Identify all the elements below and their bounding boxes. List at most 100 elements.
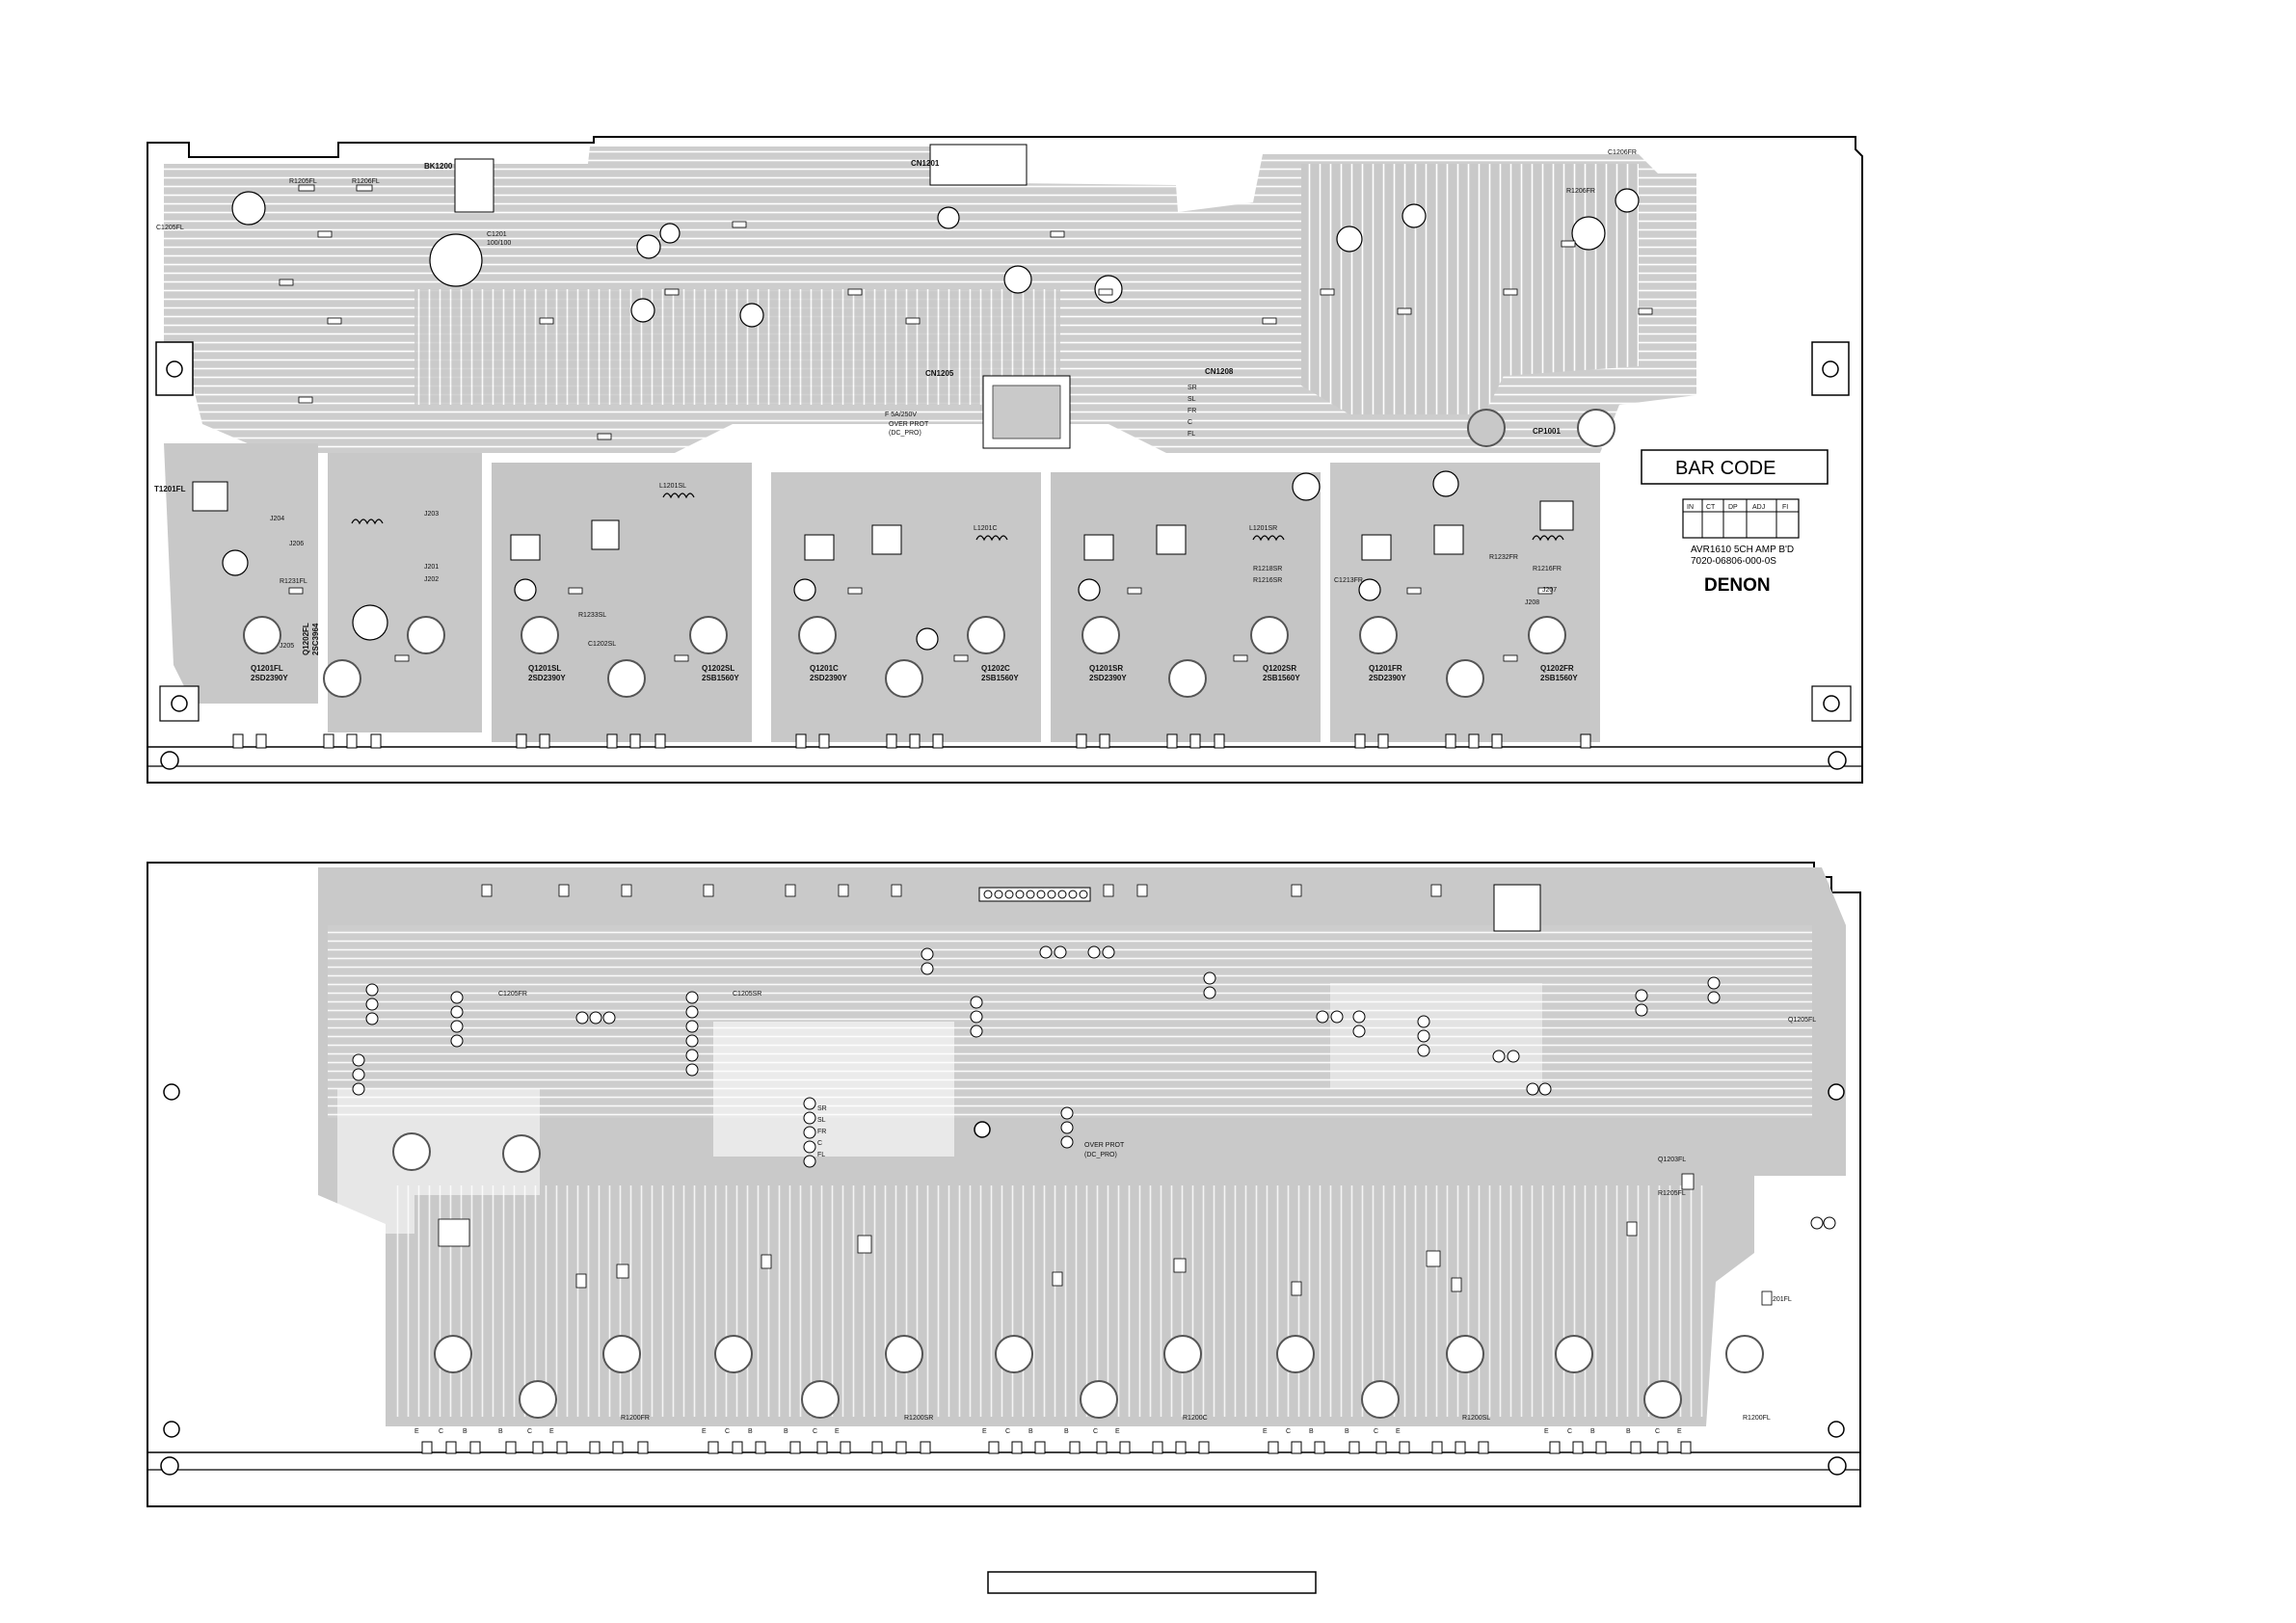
- brand-logo: DENON: [1704, 575, 1771, 596]
- q1205fl-label: Q1205FL: [1788, 1017, 1816, 1024]
- c1206fr-label: C1206FR: [1608, 149, 1637, 156]
- fuse-label: F 5A/250V: [885, 412, 917, 418]
- q1201fl-ref: Q1201FL: [251, 664, 283, 673]
- r1231fl-label: R1231FL: [280, 578, 307, 585]
- r1200sl-label: R1200SL: [1462, 1415, 1490, 1422]
- q1201sl-ref: Q1201SL: [528, 664, 561, 673]
- svg-text:B: B: [498, 1428, 503, 1435]
- bottom-pin-fl: FL: [817, 1152, 825, 1158]
- bottom-connector: SR SL FR C FL: [817, 887, 1091, 1158]
- c1201-label: C1201: [487, 231, 507, 238]
- svg-text:B: B: [1345, 1428, 1349, 1435]
- bottom-pin-sl: SL: [817, 1117, 826, 1124]
- pin-sr-label: SR: [1188, 385, 1197, 391]
- pin-c-label: C: [1188, 419, 1192, 426]
- svg-text:B: B: [1309, 1428, 1314, 1435]
- r1206fr-label: R1206FR: [1566, 188, 1595, 195]
- transistor-labels: Q1201FL 2SD2390Y Q1202FL 2SC3964 Q1201SL…: [251, 623, 1578, 682]
- svg-text:E: E: [1115, 1428, 1120, 1435]
- r1200fl-label: R1200FL: [1743, 1415, 1771, 1422]
- l1201sl-label: L1201SL: [659, 483, 686, 490]
- svg-text:E: E: [702, 1428, 707, 1435]
- j204-label: J204: [270, 516, 284, 522]
- q1202fl-ref: Q1202FL: [302, 623, 310, 655]
- r1205fl-label: R1205FL: [289, 178, 317, 185]
- top-transistor-pads: [243, 409, 1615, 698]
- c1201-value: 100/100: [487, 240, 511, 247]
- j206-label: J206: [289, 541, 304, 547]
- r1200sr-label: R1200SR: [904, 1415, 933, 1422]
- top-output-pins: [232, 733, 1591, 749]
- r1200c-label: R1200C: [1183, 1415, 1208, 1422]
- pin-fr-label: FR: [1188, 408, 1196, 414]
- bk-label: BK1200: [424, 162, 453, 171]
- svg-text:C: C: [1093, 1428, 1098, 1435]
- svg-text:C: C: [1567, 1428, 1572, 1435]
- part-number: 7020-06806-000-0S: [1691, 556, 1776, 567]
- c1205fr-label: C1205FR: [498, 991, 527, 998]
- dc-prot-top-label: (DC_PRO): [889, 430, 921, 437]
- top-small-parts: [192, 144, 1574, 561]
- bottom-transistor-pads: [392, 1132, 1764, 1419]
- svg-text:B: B: [748, 1428, 753, 1435]
- svg-text:C: C: [1655, 1428, 1660, 1435]
- cn1201-label: CN1201: [911, 159, 940, 168]
- r1218sr-label: R1218SR: [1253, 566, 1282, 572]
- r1206fl-label: R1206FL: [352, 178, 380, 185]
- c1213fr-label: C1213FR: [1334, 577, 1363, 584]
- svg-text:B: B: [784, 1428, 788, 1435]
- svg-text:B: B: [463, 1428, 467, 1435]
- board-name: AVR1610 5CH AMP B'D: [1691, 545, 1794, 555]
- bottom-output-pins: [421, 1441, 1692, 1454]
- svg-text:E: E: [835, 1428, 840, 1435]
- cp1001-label: CP1001: [1533, 427, 1561, 436]
- l1201sr-label: L1201SR: [1249, 525, 1277, 532]
- r1205fl-label: R1205FL: [1658, 1190, 1686, 1197]
- over-prot-label: OVER PROT: [1084, 1142, 1125, 1149]
- svg-text:E: E: [414, 1428, 419, 1435]
- check-in: IN: [1687, 504, 1694, 511]
- top-inductors: [351, 492, 1564, 542]
- bottom-board: SR SL FR C FL OVER PROT (DC_PRO) C1205FR…: [147, 862, 1861, 1507]
- svg-text:E: E: [1544, 1428, 1549, 1435]
- check-dp: DP: [1728, 504, 1738, 511]
- pin-sl-label: SL: [1188, 396, 1196, 403]
- c1205sr-label: C1205SR: [733, 991, 761, 998]
- d1201fl-label: D1201FL: [1764, 1296, 1792, 1303]
- q1202fr-ref: Q1202FR: [1540, 664, 1574, 673]
- svg-text:C: C: [725, 1428, 730, 1435]
- bar-code-label: BAR CODE: [1675, 458, 1775, 479]
- r1232fr-label: R1232FR: [1489, 554, 1518, 561]
- svg-text:C: C: [1374, 1428, 1378, 1435]
- bottom-pin-sr: SR: [817, 1105, 827, 1112]
- svg-text:E: E: [549, 1428, 554, 1435]
- bar-code-box: [1641, 449, 1829, 485]
- t1201fl-label: T1201FL: [154, 485, 186, 493]
- bottom-pad-columns: [352, 945, 1836, 1230]
- over-prot-top-label: OVER PROT: [889, 421, 929, 428]
- top-resistor-marks: [279, 184, 1653, 662]
- check-adj: ADJ: [1752, 504, 1765, 511]
- svg-text:C: C: [1005, 1428, 1010, 1435]
- top-capacitors: [222, 188, 1640, 651]
- j205-label: J205: [280, 643, 294, 650]
- bar-code-block: BAR CODE IN CT DP ADJ FI AVR1610 5CH AMP…: [1641, 449, 1829, 596]
- j202-label: J202: [424, 576, 439, 583]
- r1216fr-label: R1216FR: [1533, 566, 1562, 572]
- l1201c-label: L1201C: [974, 525, 998, 532]
- q1201sr-part: 2SD2390Y: [1089, 674, 1127, 682]
- q1202sr-part: 2SB1560Y: [1263, 674, 1300, 682]
- svg-text:E: E: [982, 1428, 987, 1435]
- q1201sr-ref: Q1201SR: [1089, 664, 1123, 673]
- r1200fr-label: R1200FR: [621, 1415, 650, 1422]
- svg-text:E: E: [1677, 1428, 1682, 1435]
- check-ct: CT: [1706, 504, 1716, 511]
- j203-label: J203: [424, 511, 439, 518]
- q1202fl-part: 2SC3964: [311, 623, 320, 655]
- q1201fr-ref: Q1201FR: [1369, 664, 1402, 673]
